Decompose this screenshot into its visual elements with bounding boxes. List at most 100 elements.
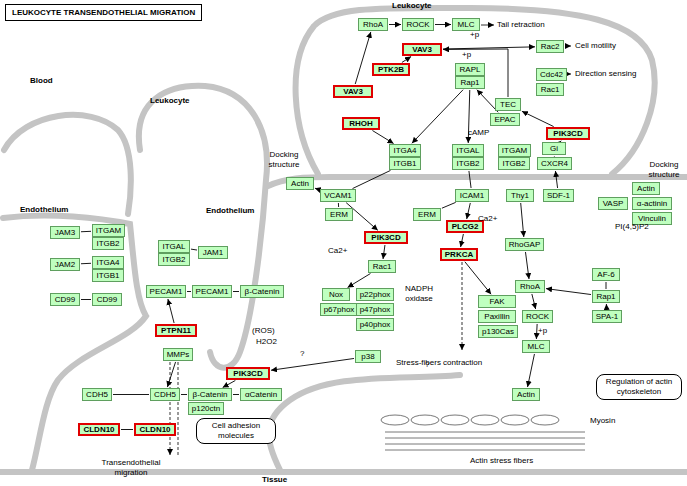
gene-box: ROCK <box>402 18 434 31</box>
node-label: CD99 <box>55 295 75 304</box>
node-label: Rap1 <box>460 78 479 87</box>
endothelium-surface <box>268 177 687 186</box>
node-label: MLC <box>528 342 545 351</box>
node-label: ITGAL <box>162 242 185 251</box>
gene-box: ERM <box>325 208 353 221</box>
endothelium-cell <box>3 216 146 470</box>
connector-arrow <box>271 358 354 370</box>
gene-box: RhoGAP <box>505 238 544 251</box>
node-label: p67phox <box>324 305 355 314</box>
gene-box: ITGA4 <box>389 144 421 157</box>
node-label: RhoGAP <box>509 240 541 249</box>
gene-box: RhoA <box>358 18 388 31</box>
connector-arrow <box>383 245 385 259</box>
gene-box: RAPL <box>455 63 485 76</box>
node-label: JAM1 <box>203 248 223 257</box>
gene-box: ITGB2 <box>498 157 530 170</box>
highlighted-gene-box: PTPN11 <box>155 324 197 337</box>
arrow-line <box>567 74 571 75</box>
connector-arrow <box>168 299 174 323</box>
connector-arrow <box>443 49 508 97</box>
node-label: AF-6 <box>597 270 614 279</box>
arrow-line <box>565 46 571 47</box>
gene-box: CXCR4 <box>537 157 572 170</box>
arrow-line <box>481 25 494 26</box>
pathway-map-box: Regulation of actin cytoskeleton <box>596 374 682 400</box>
gene-box: MLC <box>522 340 550 353</box>
gene-box: p22phox <box>356 288 394 301</box>
gene-box: JAM2 <box>50 258 80 271</box>
connector-arrow <box>372 131 393 144</box>
node-label: RhoA <box>520 282 540 291</box>
connector-arrow <box>81 231 91 232</box>
node-label: PTPN11 <box>161 326 191 335</box>
gene-box: Actin <box>512 388 540 401</box>
node-label: Actin <box>637 184 655 193</box>
node-label: ROCK <box>526 312 549 321</box>
gene-box: ICAM1 <box>455 189 489 202</box>
connector-arrow <box>81 263 91 264</box>
gene-box: PECAM1 <box>192 285 232 298</box>
connector-arrow <box>467 203 471 219</box>
node-label: CLDN10 <box>139 425 170 434</box>
gene-box: TEC <box>495 98 521 111</box>
node-label: p22phox <box>360 290 391 299</box>
connector-arrow <box>223 380 236 387</box>
annotation-label: Endothelium <box>20 205 68 215</box>
node-label: ITGA4 <box>96 258 119 267</box>
gene-box: ITGAL <box>452 144 484 157</box>
connector-arrow <box>606 304 607 309</box>
highlighted-gene-box: VAV3 <box>333 85 373 98</box>
gene-box: ITGAM <box>92 224 125 237</box>
node-label: p38 <box>361 352 374 361</box>
node-label: ITGAM <box>96 226 121 235</box>
node-label: PLCG2 <box>452 222 479 231</box>
gene-box: ROCK <box>522 310 553 323</box>
annotation-label: (ROS) <box>252 326 275 336</box>
gene-box: Cdc42 <box>536 68 567 81</box>
gene-box: p130Cas <box>478 325 518 338</box>
node-label: Actin <box>517 390 535 399</box>
annotation-label: +p <box>470 30 479 40</box>
node-label: p47phox <box>360 305 391 314</box>
gene-box: p120ctn <box>188 402 224 415</box>
node-label: Actin <box>291 179 309 188</box>
annotation-label: Tail retraction <box>497 20 545 30</box>
connector-arrow <box>338 203 339 207</box>
connector-arrow <box>521 203 524 237</box>
gene-box: CDH5 <box>150 388 180 401</box>
node-label: Vinculin <box>638 214 666 223</box>
gene-box: ITGAM <box>498 144 531 157</box>
connector-arrow <box>353 170 391 188</box>
gene-box: p40phox <box>356 318 394 331</box>
highlighted-gene-box: PRKCA <box>440 248 478 261</box>
gene-box: Rac1 <box>536 83 564 96</box>
connector-arrow <box>113 394 149 395</box>
connector-arrow <box>532 294 536 309</box>
leukocyte-membrane <box>4 115 131 214</box>
gene-box: JAM3 <box>50 226 80 239</box>
node-label: FAK <box>489 297 504 306</box>
highlighted-gene-box: CLDN10 <box>78 423 120 436</box>
annotation-label: cAMP <box>468 128 489 138</box>
highlighted-gene-box: PTK2B <box>372 63 410 76</box>
node-label: TEC <box>500 100 516 109</box>
gene-box: αCatenin <box>240 388 282 401</box>
node-label: Rac1 <box>541 85 560 94</box>
gene-box: β-Catenin <box>240 285 284 298</box>
connector-arrow <box>389 24 401 25</box>
node-label: Nox <box>329 290 343 299</box>
node-label: ROCK <box>406 20 429 29</box>
arrow-line <box>462 262 463 350</box>
highlighted-gene-box: PIK3CD <box>226 367 270 380</box>
gene-box: VASP <box>598 197 628 210</box>
node-label: Rac2 <box>541 42 560 51</box>
annotation-label: Stress-fibers contraction <box>396 358 482 368</box>
node-label: PECAM1 <box>150 287 183 296</box>
node-label: RhoA <box>363 20 383 29</box>
annotation-label: NADPH oxidase <box>396 284 442 304</box>
gene-box: ITGB1 <box>92 269 124 282</box>
connector-arrow <box>435 24 451 25</box>
node-label: EPAC <box>494 115 515 124</box>
leukocyte-membrane <box>139 86 267 368</box>
